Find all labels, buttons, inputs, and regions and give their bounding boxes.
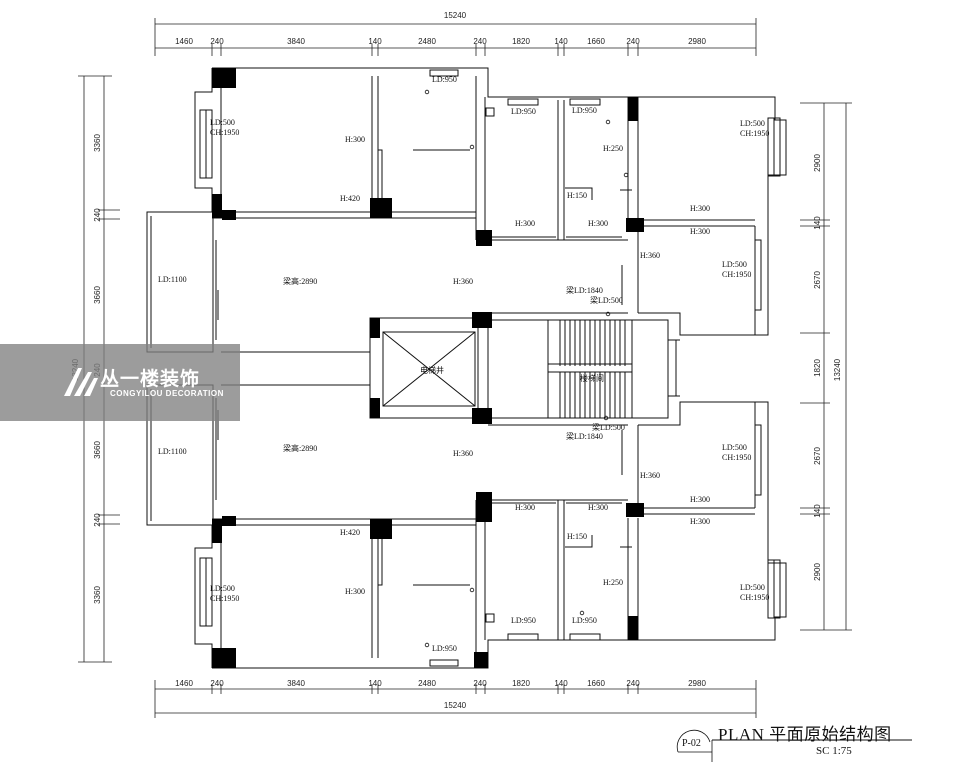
dim-top-seg: 240 [626, 37, 640, 46]
watermark-company-name: 丛一楼装饰 [100, 368, 201, 390]
dim-top-seg: 1660 [587, 37, 605, 46]
dim-right-seg: 1820 [813, 359, 822, 377]
dim-top-total: 15240 [444, 11, 467, 20]
dim-left-seg: 3660 [93, 286, 102, 304]
label-ch1950: CH:1950 [740, 593, 769, 602]
label-h300: H:300 [515, 503, 535, 512]
label-h420: H:420 [340, 528, 360, 537]
dim-right-seg: 140 [813, 504, 822, 518]
label-h300: H:300 [588, 219, 608, 228]
watermark-company-name-en: CONGYILOU DECORATION [110, 389, 224, 398]
label-h250: H:250 [603, 578, 623, 587]
label-ld950: LD:950 [511, 616, 536, 625]
label-h300: H:300 [515, 219, 535, 228]
dim-right-total: 13240 [833, 358, 842, 381]
label-h250: H:250 [603, 144, 623, 153]
label-beam-ld500: 梁LD:500 [590, 296, 623, 305]
label-beam-ld500: 梁LD:500 [592, 423, 625, 432]
dim-left-seg: 240 [93, 208, 102, 222]
dim-bottom-seg: 2480 [418, 679, 436, 688]
label-beam-2890: 梁高:2890 [283, 443, 317, 453]
watermark-banner: 丛一楼装饰 CONGYILOU DECORATION [0, 344, 240, 421]
plan-title: PLAN 平面原始结构图 [718, 725, 892, 744]
dim-top-seg: 3840 [287, 37, 305, 46]
label-ch1950: CH:1950 [722, 270, 751, 279]
label-ch1950: CH:1950 [722, 453, 751, 462]
drawing-title-block: PLAN 平面原始结构图 P-02 SC 1:75 [676, 718, 926, 764]
label-ld1100: LD:1100 [158, 447, 187, 456]
label-ld1100: LD:1100 [158, 275, 187, 284]
drawing-scale: SC 1:75 [816, 745, 852, 757]
dim-bottom-seg: 140 [554, 679, 568, 688]
dim-bottom-seg: 1820 [512, 679, 530, 688]
label-ld500: LD:500 [740, 583, 765, 592]
dim-bottom-seg: 1460 [175, 679, 193, 688]
label-h150: H:150 [567, 191, 587, 200]
dim-right-seg: 140 [813, 216, 822, 230]
label-ld950: LD:950 [432, 75, 457, 84]
dim-top-seg: 2480 [418, 37, 436, 46]
label-ld500: LD:500 [210, 118, 235, 127]
label-h300: H:300 [345, 135, 365, 144]
label-ld950: LD:950 [432, 644, 457, 653]
dim-bottom-seg: 240 [626, 679, 640, 688]
label-h300: H:300 [690, 227, 710, 236]
dim-top-seg: 1820 [512, 37, 530, 46]
dim-bottom-total: 15240 [444, 701, 467, 710]
label-beam-ld1840: 梁LD:1840 [566, 432, 603, 441]
label-h300: H:300 [588, 503, 608, 512]
dim-top-seg: 1460 [175, 37, 193, 46]
label-ld500: LD:500 [722, 260, 747, 269]
dim-right-seg: 2670 [813, 447, 822, 465]
label-ch1950: CH:1950 [210, 594, 239, 603]
label-ld500: LD:500 [210, 584, 235, 593]
dim-right-seg: 2900 [813, 563, 822, 581]
company-logo-icon [64, 368, 98, 396]
dim-left-seg: 3660 [93, 441, 102, 459]
label-ld950: LD:950 [572, 106, 597, 115]
label-beam-ld1840: 梁LD:1840 [566, 286, 603, 295]
dim-top-seg: 240 [473, 37, 487, 46]
label-ld500: LD:500 [740, 119, 765, 128]
dim-left-seg: 240 [93, 513, 102, 527]
title-block-frame [676, 729, 912, 762]
label-h360: H:360 [453, 449, 473, 458]
dim-bottom-seg: 1660 [587, 679, 605, 688]
dim-top-seg: 2980 [688, 37, 706, 46]
structural-columns [212, 68, 644, 668]
dim-bottom-seg: 2980 [688, 679, 706, 688]
dim-left-seg: 3360 [93, 586, 102, 604]
label-ch1950: CH:1950 [740, 129, 769, 138]
label-h360: H:360 [453, 277, 473, 286]
dim-right-seg: 2900 [813, 154, 822, 172]
label-ch1950: CH:1950 [210, 128, 239, 137]
dim-bottom-seg: 240 [473, 679, 487, 688]
label-ld500: LD:500 [722, 443, 747, 452]
dim-bottom-seg: 140 [368, 679, 382, 688]
dim-top-seg: 140 [368, 37, 382, 46]
dim-bottom-seg: 3840 [287, 679, 305, 688]
drawing-number: P-02 [682, 738, 701, 749]
label-beam-2890: 梁高:2890 [283, 276, 317, 286]
label-ld950: LD:950 [572, 616, 597, 625]
dim-bottom-seg: 240 [210, 679, 224, 688]
dim-left-seg: 3360 [93, 134, 102, 152]
label-stairwell: 楼梯间 [580, 373, 604, 383]
label-h300: H:300 [690, 517, 710, 526]
label-h300: H:300 [690, 204, 710, 213]
label-h300: H:300 [345, 587, 365, 596]
dim-right-seg: 2670 [813, 271, 822, 289]
label-h360: H:360 [640, 251, 660, 260]
label-h420: H:420 [340, 194, 360, 203]
label-h360: H:360 [640, 471, 660, 480]
wall-outlines [146, 67, 787, 669]
label-elevator: 电梯井 [420, 365, 444, 375]
label-h150: H:150 [567, 532, 587, 541]
label-h300: H:300 [690, 495, 710, 504]
dim-top-seg: 240 [210, 37, 224, 46]
dim-top-seg: 140 [554, 37, 568, 46]
label-ld950: LD:950 [511, 107, 536, 116]
